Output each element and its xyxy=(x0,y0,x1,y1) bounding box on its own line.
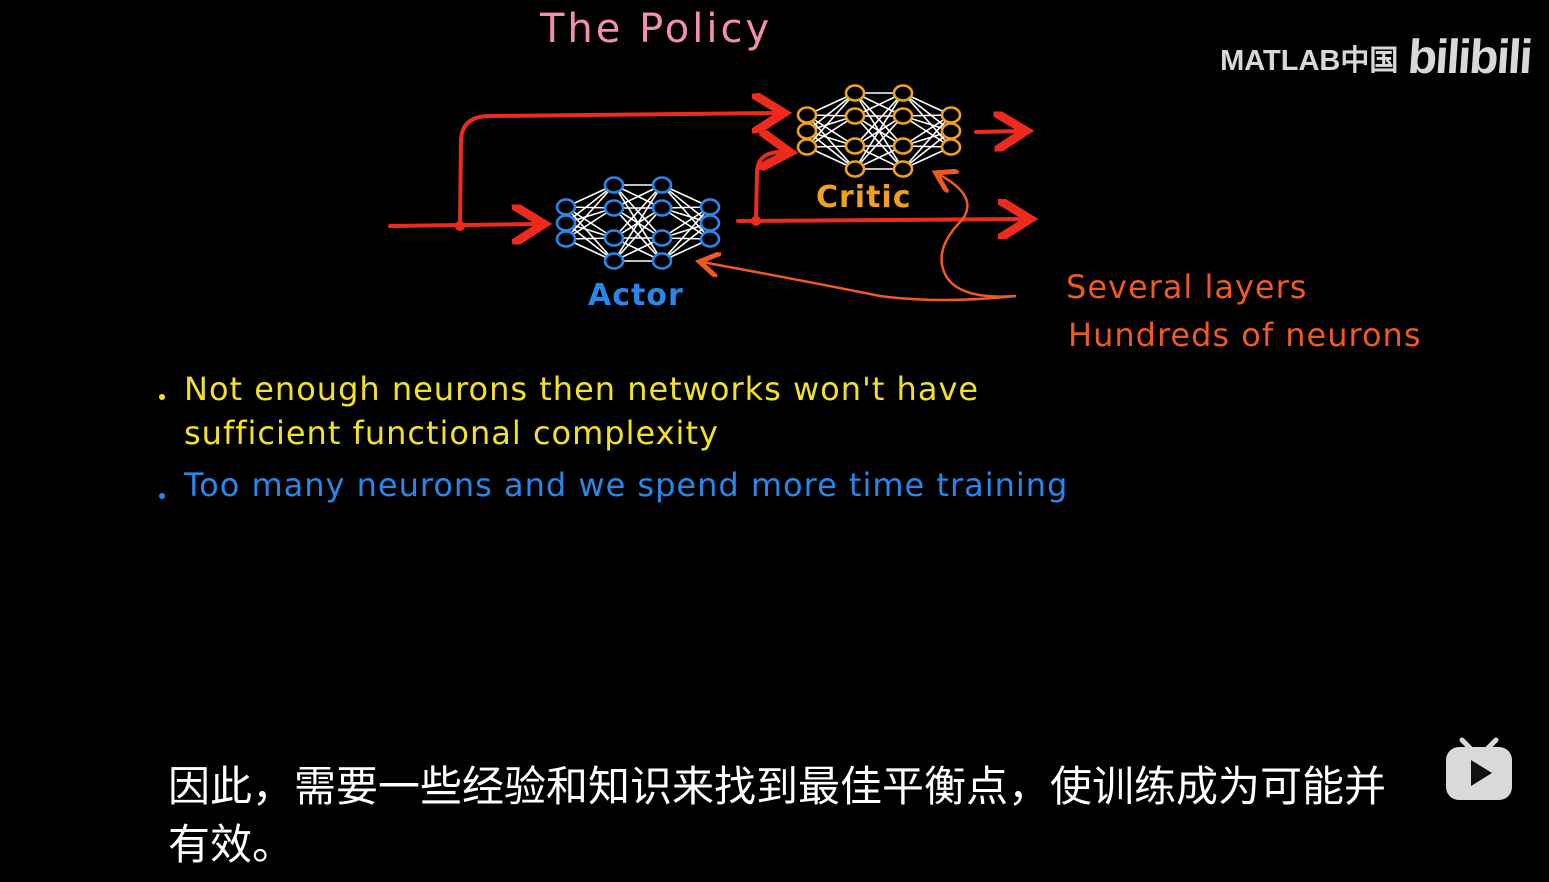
critic-node xyxy=(796,122,818,140)
critic-edge xyxy=(806,92,856,132)
state-to-critic-arrow xyxy=(455,113,780,231)
actor-edge xyxy=(565,184,615,240)
critic-node xyxy=(844,160,866,178)
critic-node xyxy=(844,107,866,125)
slide-title: The Policy xyxy=(540,6,773,52)
actor-edges xyxy=(565,184,711,262)
actor-edge xyxy=(613,207,663,262)
bullet-dot-1 xyxy=(159,394,165,400)
critic-node xyxy=(892,160,914,178)
bullet-1-line-2: sufficient functional complexity xyxy=(184,414,719,452)
bilibili-logo: bilibili xyxy=(1406,31,1533,84)
critic-edge xyxy=(902,114,952,170)
actor-node xyxy=(651,229,673,247)
actor-network xyxy=(555,176,721,270)
value-output-arrow xyxy=(974,131,1022,132)
actor-node xyxy=(555,230,577,248)
play-icon xyxy=(1446,737,1512,800)
actor-node xyxy=(603,252,625,270)
annotation-line-2: Hundreds of neurons xyxy=(1068,316,1422,354)
actor-edge xyxy=(661,222,711,262)
actor-node xyxy=(699,230,721,248)
critic-edge xyxy=(854,92,904,170)
actor-node xyxy=(699,214,721,232)
actor-node xyxy=(699,198,721,216)
critic-node xyxy=(892,137,914,155)
critic-node xyxy=(892,84,914,102)
actor-node xyxy=(603,176,625,194)
critic-node xyxy=(796,106,818,124)
critic-edges xyxy=(806,92,952,170)
annotation-pointer-actor xyxy=(702,262,1017,302)
bullet-1-line-1: Not enough neurons then networks won't h… xyxy=(184,370,980,408)
critic-node xyxy=(844,137,866,155)
critic-node xyxy=(844,84,866,102)
critic-network xyxy=(796,84,962,178)
critic-edge xyxy=(902,130,952,170)
actor-edge xyxy=(613,184,663,239)
critic-node xyxy=(940,122,962,140)
actor-label: Actor xyxy=(588,278,684,313)
critic-node xyxy=(796,138,818,156)
bullet-dot-2 xyxy=(159,493,165,499)
annotation-line-1: Several layers xyxy=(1066,268,1308,306)
action-output-arrow xyxy=(736,216,1026,226)
watermark: MATLAB中国 bilibili xyxy=(1220,30,1533,85)
actor-node xyxy=(651,176,673,194)
actor-node xyxy=(603,199,625,217)
bullet-2-line-1: Too many neurons and we spend more time … xyxy=(184,466,1069,504)
action-to-critic-arrow xyxy=(754,152,786,223)
critic-edge xyxy=(854,92,904,147)
actor-node xyxy=(603,229,625,247)
actor-node xyxy=(651,199,673,217)
critic-node xyxy=(940,106,962,124)
actor-edge xyxy=(565,184,615,224)
critic-edge xyxy=(854,115,904,170)
annotation-pointer-critic xyxy=(938,174,1017,298)
critic-node xyxy=(892,107,914,125)
input-arrow xyxy=(388,224,540,226)
actor-edge xyxy=(613,184,663,262)
play-button[interactable] xyxy=(1444,736,1514,802)
actor-edge xyxy=(661,206,711,262)
critic-node xyxy=(940,138,962,156)
subtitle-caption: 因此，需要一些经验和知识来找到最佳平衡点，使训练成为可能并有效。 xyxy=(168,762,1387,869)
critic-label: Critic xyxy=(816,180,912,215)
watermark-text: MATLAB中国 xyxy=(1220,44,1399,77)
actor-node xyxy=(555,198,577,216)
critic-edge xyxy=(806,92,856,148)
actor-node xyxy=(555,214,577,232)
actor-node xyxy=(651,252,673,270)
